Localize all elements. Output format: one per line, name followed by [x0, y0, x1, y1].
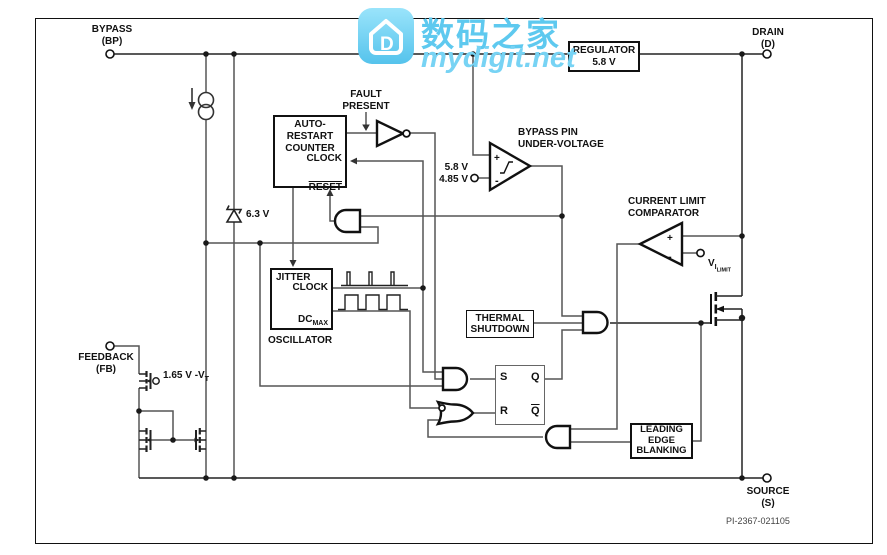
fb-mosfet-3-arrow: [194, 437, 200, 443]
fb-mosfet-1: [139, 371, 160, 391]
svg-text:-: -: [668, 251, 672, 263]
auto-restart-counter-block: [273, 115, 347, 188]
svg-text:+: +: [494, 153, 500, 164]
bypass-uv-label: BYPASS PIN UNDER-VOLTAGE: [518, 127, 604, 150]
regulator-block: REGULATOR 5.8 V: [568, 41, 640, 72]
source-pin: [762, 473, 772, 483]
watermark-site-name: 数码之家: [421, 16, 561, 53]
fb-mosfet-2-arrow: [146, 437, 152, 443]
undervoltage-comparator: + -: [488, 140, 533, 193]
osc-clock-label: CLOCK: [292, 282, 328, 293]
bypass-pin: [105, 49, 115, 59]
vilimit-terminal: [696, 248, 705, 258]
reset-or-gate: [435, 400, 475, 426]
feedback-terminal-label: FEEDBACK (FB): [78, 352, 134, 375]
latch-qbar: Q: [531, 405, 540, 417]
feedback-pin: [105, 341, 115, 351]
latch-q: Q: [531, 371, 540, 383]
latch-s: S: [500, 371, 508, 383]
svg-text:+: +: [667, 233, 673, 244]
clock-waveform: [341, 271, 408, 287]
fault-present-label: FAULT PRESENT: [342, 89, 390, 112]
source-terminal-label: SOURCE (S): [746, 486, 790, 509]
reset-in-arrow: [326, 189, 334, 196]
current-limit-comparator-label: CURRENT LIMIT COMPARATOR: [628, 196, 706, 219]
mosfet-body-arrow: [716, 305, 724, 313]
part-number: PI-2367-021105: [726, 516, 790, 526]
dcmax-label: DCMAX: [297, 313, 328, 327]
drain-pin: [762, 49, 772, 59]
output-and-gate: [581, 310, 609, 335]
jitter-label: JITTER: [276, 272, 311, 283]
leading-edge-blanking-block: LEADING EDGE BLANKING: [630, 423, 693, 459]
fault-arrow: [362, 124, 370, 131]
diagram-border: [35, 18, 873, 544]
mydigit-logo-icon: D: [358, 8, 414, 64]
zener-voltage-label: 6.3 V: [246, 209, 270, 220]
pin-terminals: [105, 49, 772, 483]
wires: [114, 53, 763, 479]
latch-r: R: [500, 405, 508, 417]
current-limit-comparator: + -: [637, 221, 684, 267]
fb-mosfet-1-arrow: [146, 378, 152, 384]
osc-in-arrow: [289, 260, 297, 267]
sr-latch-block: [495, 365, 545, 425]
svg-text:-: -: [495, 175, 499, 187]
svg-text:D: D: [380, 34, 394, 55]
reset-pin-label: RESET: [308, 181, 342, 193]
watermark-site-url: mydigit.net: [421, 42, 576, 74]
vilimit-label: VILIMIT: [708, 257, 731, 274]
inverter-gate: [375, 119, 411, 148]
oscillator-label: OSCILLATOR: [268, 335, 333, 346]
thermal-shutdown-block: THERMAL SHUTDOWN: [466, 310, 534, 338]
set-and-gate: [441, 366, 469, 392]
hysteresis-icon: [500, 161, 513, 174]
junction-dots: [136, 51, 746, 481]
drain-terminal-label: DRAIN (D): [752, 27, 784, 50]
oscillator-block: [270, 268, 333, 330]
house-d-icon: D: [369, 19, 403, 55]
clock-pin-label: CLOCK: [306, 153, 342, 164]
clock-in-arrow: [350, 157, 357, 165]
reset-and-gate: [333, 208, 362, 234]
current-source-symbol: [191, 88, 215, 121]
uv-thresholds-label: 5.8 V 4.85 V: [439, 162, 468, 185]
zener-diode-symbol: [225, 205, 243, 223]
dcmax-waveform: [338, 294, 408, 311]
bypass-terminal-label: BYPASS (BP): [91, 24, 133, 47]
power-mosfet-symbol: [710, 292, 742, 326]
auto-restart-counter-label: AUTO- RESTART COUNTER: [285, 119, 335, 154]
current-source-arrow: [188, 102, 196, 110]
leb-and-gate: [544, 424, 572, 450]
flow-arrows: [289, 124, 370, 267]
fb-gate-voltage-label: 1.65 V -VT: [163, 369, 209, 383]
uv-ref-terminal: [470, 173, 479, 183]
